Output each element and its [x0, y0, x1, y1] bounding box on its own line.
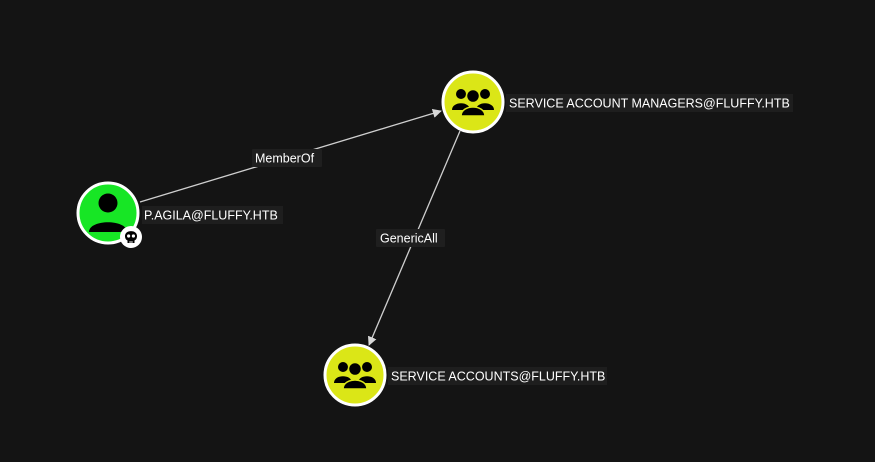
node-service-accounts[interactable]: SERVICE ACCOUNTS@FLUFFY.HTB — [323, 343, 607, 407]
skull-icon — [120, 226, 142, 248]
edge-label-memberof: MemberOf — [255, 152, 315, 166]
node-ring — [323, 343, 387, 407]
node-service-account-managers[interactable]: SERVICE ACCOUNT MANAGERS@FLUFFY.HTB — [441, 70, 793, 134]
edge-label-bg — [252, 149, 322, 167]
node-label-p-agila: P.AGILA@FLUFFY.HTB — [144, 209, 278, 223]
edge-memberof[interactable]: MemberOf — [139, 109, 442, 203]
node-label-service-accounts: SERVICE ACCOUNTS@FLUFFY.HTB — [391, 370, 605, 384]
node-label-bg — [506, 94, 793, 112]
edge-label-bg — [376, 229, 445, 247]
node-ring — [76, 181, 140, 245]
edge-label-genericall: GenericAll — [380, 232, 438, 246]
edge-genericall[interactable]: GenericAll — [368, 130, 461, 346]
node-label-bg — [142, 206, 283, 224]
node-p-agila[interactable]: P.AGILA@FLUFFY.HTB — [76, 181, 283, 248]
node-ring — [441, 70, 505, 134]
node-label-bg — [388, 367, 607, 385]
node-label-service-account-managers: SERVICE ACCOUNT MANAGERS@FLUFFY.HTB — [509, 97, 790, 111]
group-icon — [334, 361, 376, 390]
user-icon — [89, 193, 127, 232]
group-icon — [452, 88, 494, 117]
